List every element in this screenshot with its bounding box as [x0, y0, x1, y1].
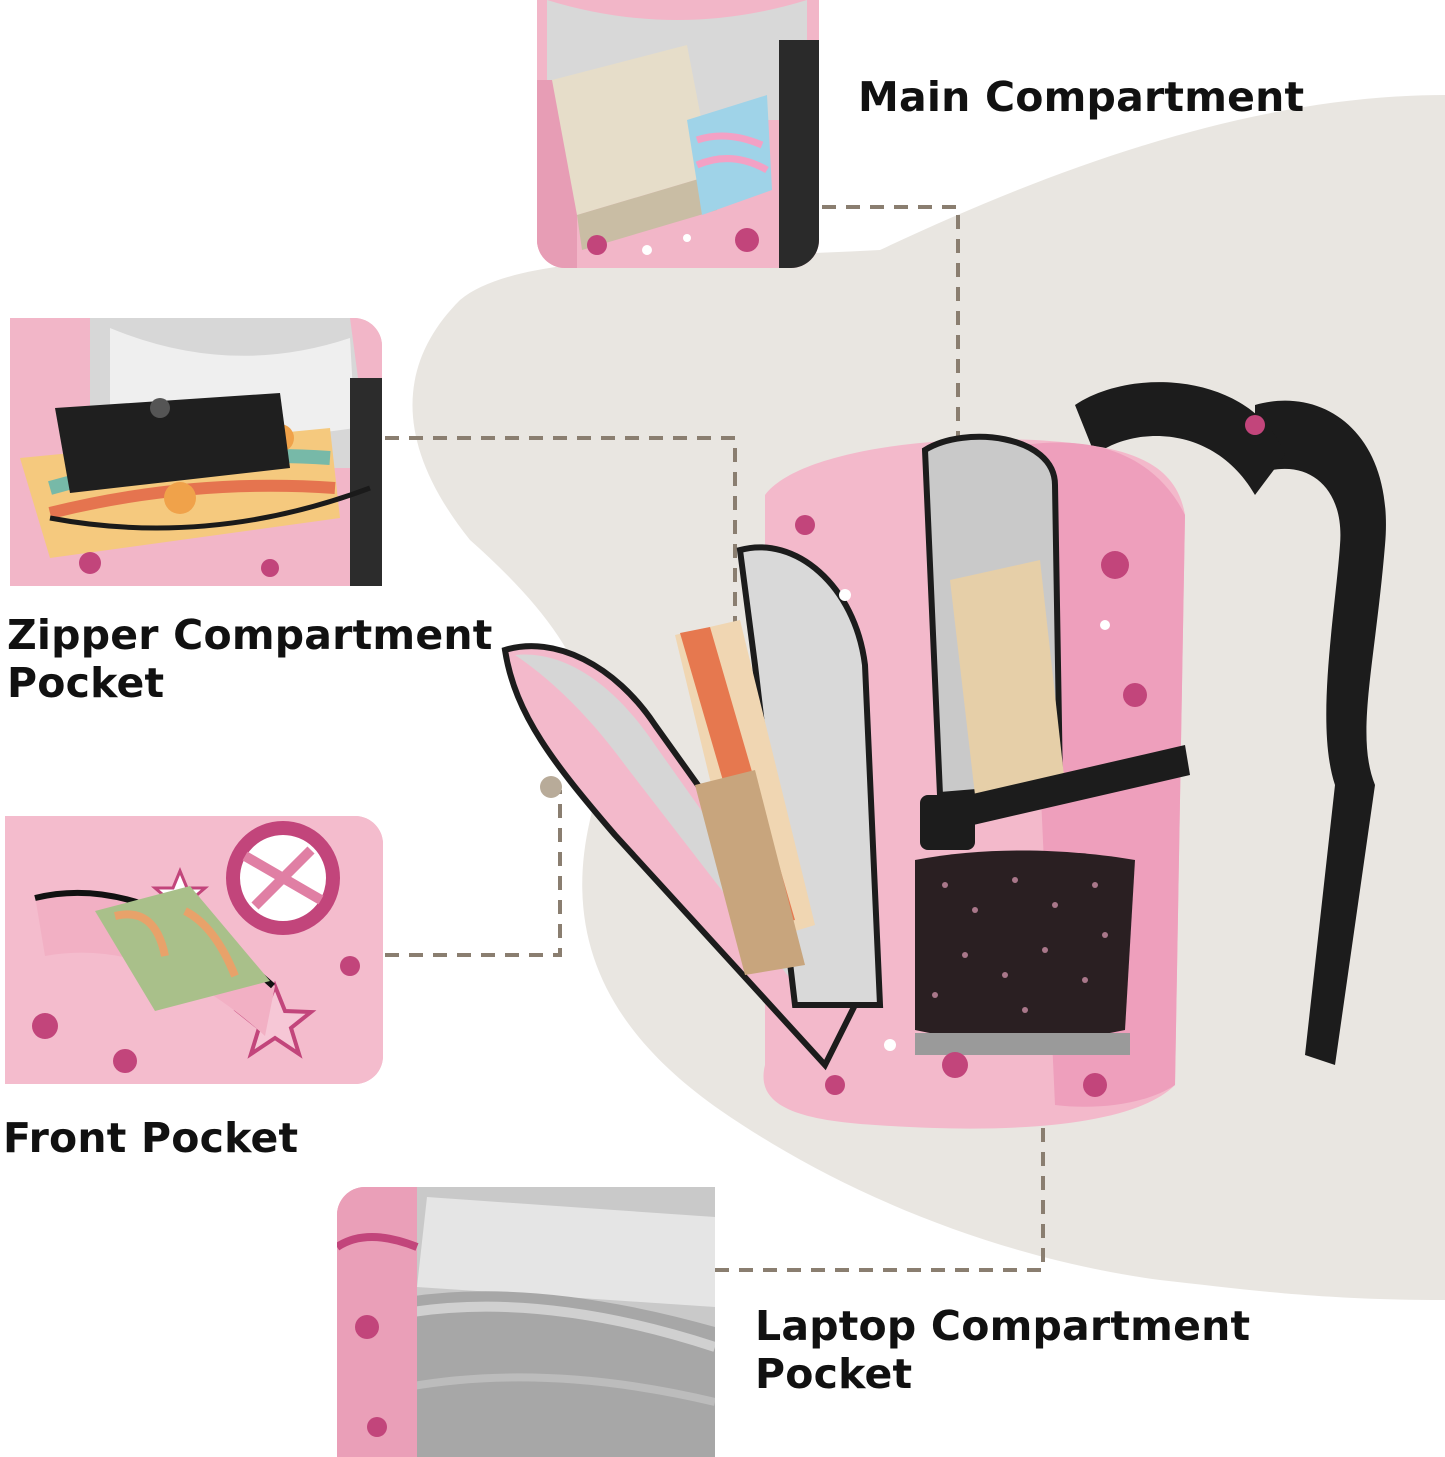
- laptop-compartment-image: [337, 1187, 715, 1457]
- main-compartment-image: [537, 0, 819, 268]
- front-pocket-image: [5, 816, 383, 1084]
- backpack-illustration: [501, 382, 1386, 1129]
- main-compartment-label: Main Compartment: [858, 73, 1305, 121]
- zipper-compartment-label: Zipper Compartment Pocket: [7, 611, 493, 707]
- front-pocket-label: Front Pocket: [3, 1114, 299, 1162]
- laptop-compartment-label: Laptop Compartment Pocket: [755, 1302, 1251, 1398]
- zipper-compartment-image: [10, 318, 382, 586]
